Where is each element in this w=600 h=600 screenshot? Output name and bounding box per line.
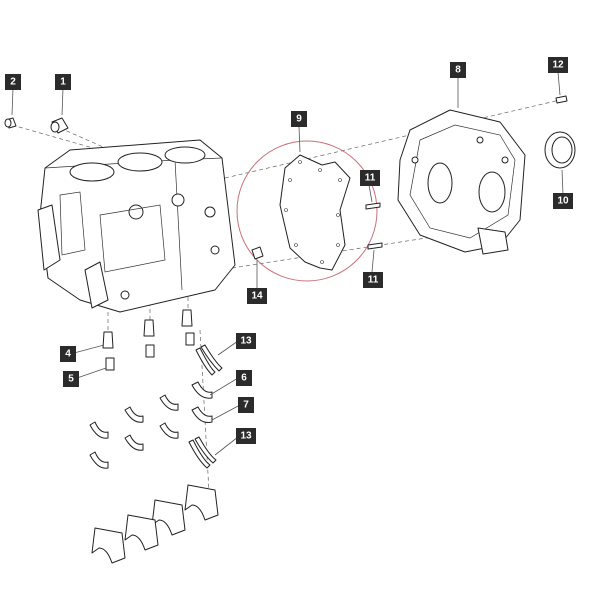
- rear-housing: [397, 109, 526, 255]
- callout-1: 1: [55, 74, 71, 90]
- plug-1: [50, 117, 69, 134]
- callout-10: 10: [553, 193, 573, 209]
- callout-6: 6: [236, 370, 252, 386]
- plug-2: [4, 117, 17, 129]
- main-bearing-bolts: [102, 309, 195, 371]
- callout-14-label: 14: [251, 291, 263, 302]
- cylinder-block: [37, 139, 236, 313]
- callout-4: 4: [60, 346, 76, 362]
- main-bearing-caps: [91, 484, 219, 564]
- callout-1-label: 1: [60, 77, 66, 88]
- dowel-pins-11: [365, 202, 383, 250]
- callout-7-label: 7: [243, 400, 249, 411]
- callout-2: 2: [5, 74, 21, 90]
- callout-13-lower-label: 13: [240, 431, 252, 442]
- callout-6-label: 6: [241, 373, 247, 384]
- dowel-14: [251, 246, 264, 260]
- gasket-highlight-circle: [236, 140, 378, 282]
- callout-10-label: 10: [557, 196, 569, 207]
- callout-12: 12: [548, 57, 568, 73]
- oil-seal-10: [544, 131, 576, 169]
- callout-5-label: 5: [68, 374, 74, 385]
- thrust-washers: [188, 344, 223, 469]
- callout-11-lower-label: 11: [368, 275, 379, 286]
- callout-4-label: 4: [65, 349, 71, 360]
- callout-13-upper: 13: [236, 333, 256, 349]
- callout-9-label: 9: [296, 114, 302, 125]
- callout-14: 14: [247, 288, 267, 304]
- callout-12-label: 12: [552, 60, 564, 71]
- callout-13-lower: 13: [236, 428, 256, 444]
- gasket-9: [279, 154, 351, 271]
- gasket-holes: [284, 160, 342, 264]
- callout-8-label: 8: [455, 65, 461, 76]
- callout-11-upper-label: 11: [365, 173, 376, 184]
- callout-11-upper: 11: [360, 170, 380, 186]
- callout-11-lower: 11: [363, 272, 383, 288]
- callout-8: 8: [450, 62, 466, 78]
- plug-12: [555, 95, 568, 104]
- callout-13-upper-label: 13: [240, 336, 252, 347]
- callout-9: 9: [291, 111, 307, 127]
- callout-2-label: 2: [10, 77, 16, 88]
- callout-7: 7: [238, 397, 254, 413]
- leader-lines: [11, 71, 564, 456]
- bearing-shells: [89, 381, 213, 469]
- callout-5: 5: [63, 371, 79, 387]
